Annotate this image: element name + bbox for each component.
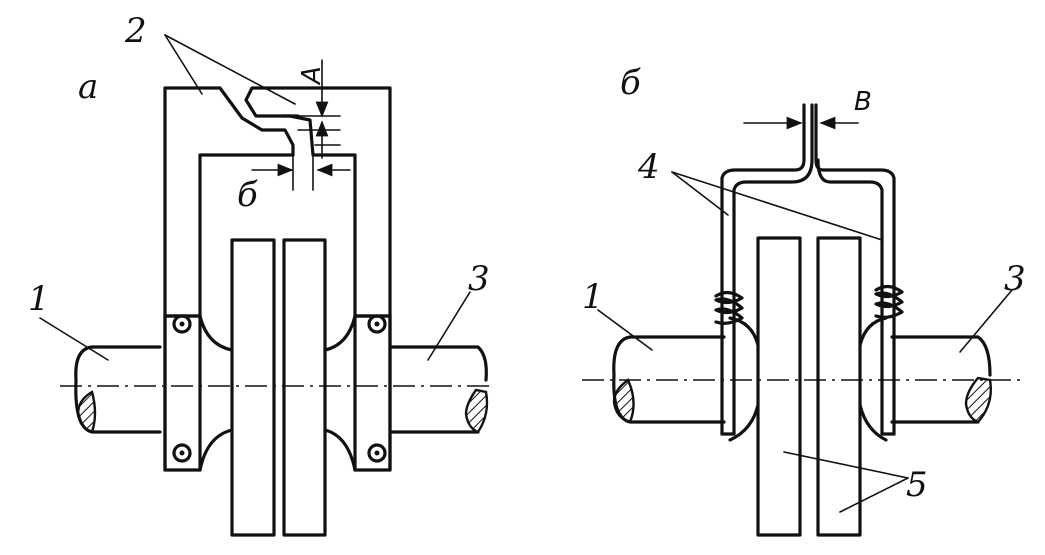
disc-5-right — [816, 236, 862, 537]
view-a: a 2 1 3 A б — [28, 11, 495, 537]
label-part-2: 2 — [124, 11, 147, 51]
label-part-3-a: 3 — [468, 259, 490, 299]
hub-left — [163, 314, 234, 472]
dimension-b — [251, 154, 351, 191]
label-dim-b: б — [237, 175, 258, 215]
label-part-1-b: 1 — [582, 277, 604, 317]
leader-5b — [839, 477, 909, 513]
label-part-5: 5 — [906, 465, 928, 505]
label-view-a: a — [78, 67, 98, 107]
leader-4a — [671, 171, 729, 216]
disc-left — [230, 238, 276, 537]
label-dim-B: B — [854, 87, 872, 117]
leader-3a — [427, 291, 471, 361]
shaft-3-right — [890, 335, 992, 424]
leader-1a — [39, 317, 109, 361]
spring-4-left — [714, 103, 814, 436]
leader-3b — [959, 289, 1013, 353]
label-part-1-a: 1 — [28, 279, 50, 319]
label-view-b: б — [620, 63, 641, 103]
leader-4b — [671, 171, 883, 241]
disc-right — [282, 238, 327, 537]
disc-5-left — [756, 236, 802, 537]
label-dim-A: A — [297, 66, 327, 86]
shaft-3-left — [390, 345, 489, 434]
leader-2a — [164, 34, 203, 95]
hub-right — [323, 314, 392, 472]
leader-1b — [597, 309, 653, 351]
dimension-A — [297, 59, 341, 159]
spring-4-right — [814, 103, 904, 436]
label-part-3-b: 3 — [1004, 259, 1026, 299]
shaft-1-right — [612, 335, 726, 424]
leader-5a — [783, 451, 909, 479]
shaft-1-left — [74, 345, 162, 434]
label-part-4: 4 — [637, 147, 660, 187]
view-b: б 4 1 3 5 B — [582, 63, 1026, 537]
leader-2b — [164, 34, 296, 105]
